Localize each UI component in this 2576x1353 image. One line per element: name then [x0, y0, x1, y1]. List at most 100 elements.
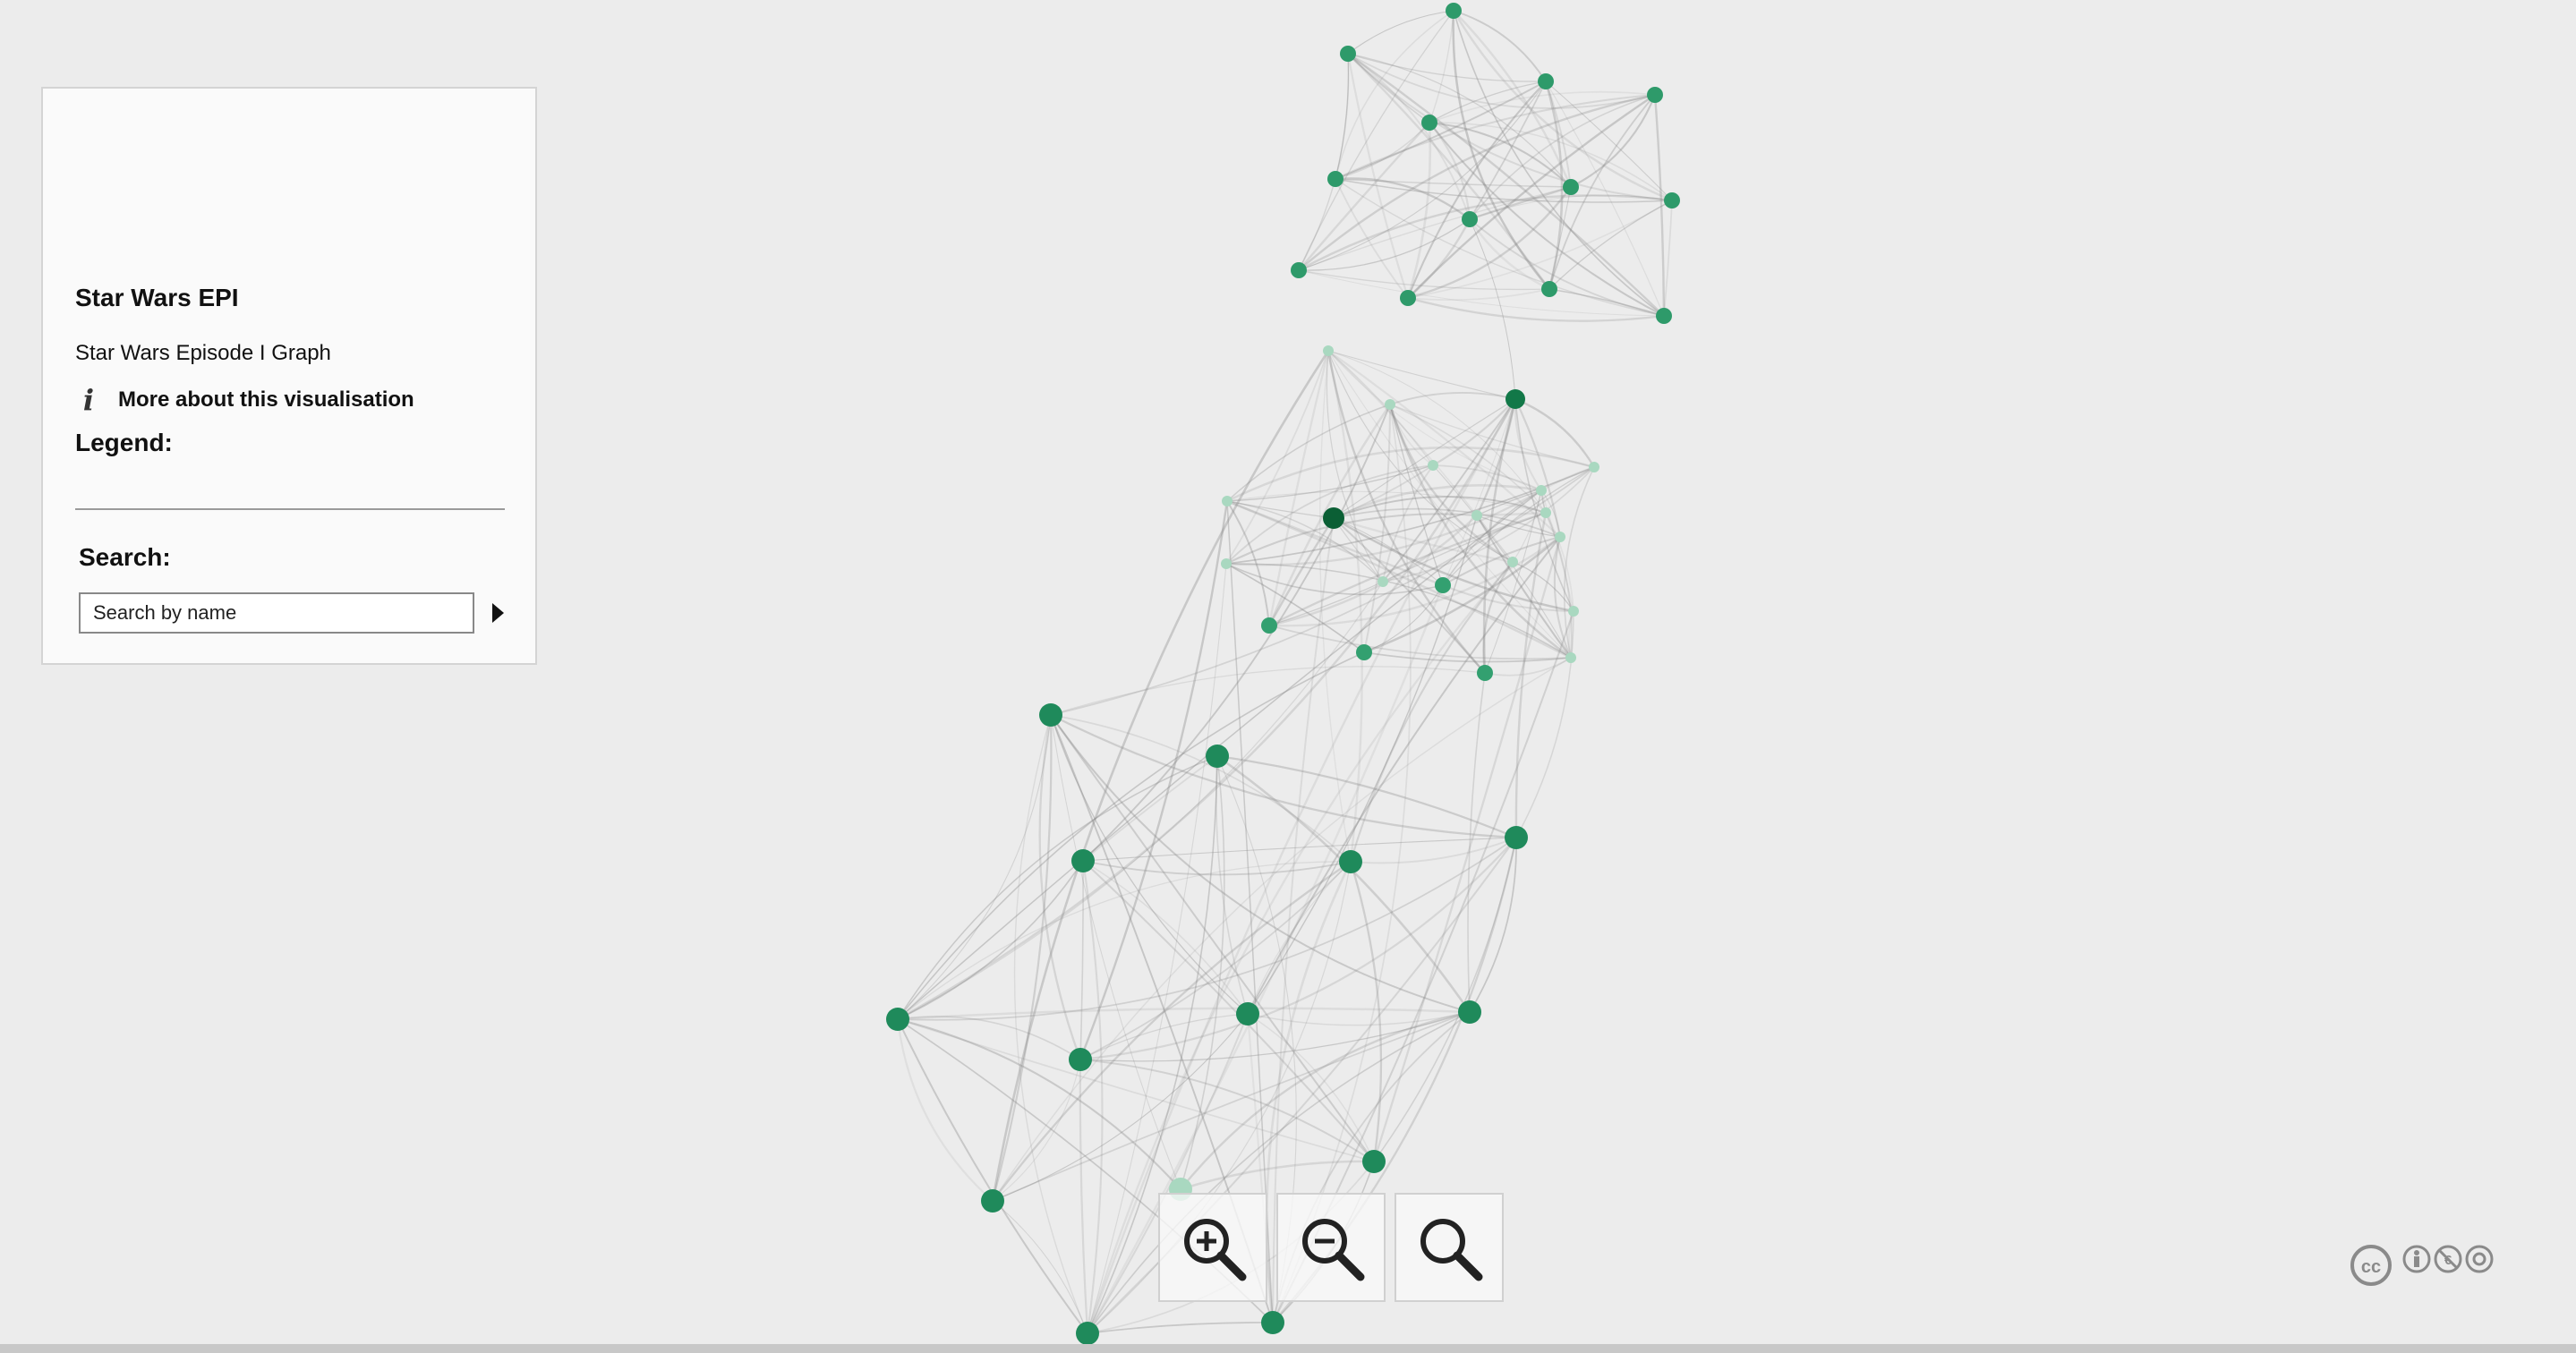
- graph-node[interactable]: [1323, 345, 1334, 356]
- graph-edge: [1247, 1013, 1375, 1162]
- graph-edge: [1327, 350, 1542, 491]
- graph-node[interactable]: [1435, 577, 1451, 593]
- graph-edge: [897, 714, 1052, 1020]
- graph-edge: [1247, 536, 1561, 1015]
- graph-node[interactable]: [1568, 606, 1579, 617]
- graph-edge: [992, 861, 1352, 1202]
- graph-edge: [1326, 350, 1384, 583]
- more-info-link[interactable]: i More about this visualisation: [75, 384, 414, 416]
- graph-edge: [1247, 861, 1352, 1015]
- graph-edge: [992, 1059, 1081, 1202]
- graph-node[interactable]: [1356, 644, 1372, 660]
- graph-edge: [1335, 81, 1547, 180]
- graph-node[interactable]: [1565, 652, 1576, 663]
- graph-edge: [1482, 561, 1514, 674]
- graph-node[interactable]: [1506, 389, 1525, 409]
- zoom-out-button[interactable]: [1276, 1193, 1386, 1302]
- graph-edge: [897, 1016, 1081, 1060]
- graph-node[interactable]: [1421, 115, 1437, 131]
- graph-node[interactable]: [1385, 399, 1395, 410]
- graph-node[interactable]: [1664, 192, 1680, 208]
- graph-edge: [1298, 53, 1350, 271]
- graph-node[interactable]: [1206, 745, 1229, 768]
- graph-edge: [1247, 515, 1478, 1015]
- info-icon: i: [82, 383, 95, 417]
- graph-node[interactable]: [1261, 617, 1277, 634]
- graph-edge: [1087, 1013, 1249, 1334]
- graph-edge: [1476, 515, 1572, 659]
- graph-node[interactable]: [1471, 510, 1482, 521]
- search-submit-button[interactable]: [485, 600, 510, 626]
- graph-edge: [1389, 404, 1444, 586]
- graph-node[interactable]: [1507, 557, 1518, 567]
- zoom-reset-button[interactable]: [1395, 1193, 1504, 1302]
- graph-edge: [1267, 517, 1335, 626]
- graph-node[interactable]: [1222, 496, 1233, 506]
- graph-edge: [1298, 122, 1430, 271]
- graph-edge: [1442, 584, 1574, 613]
- search-input[interactable]: [79, 592, 474, 634]
- graph-edge: [1335, 122, 1430, 180]
- graph-node[interactable]: [1339, 850, 1362, 873]
- graph-edge: [1476, 515, 1514, 563]
- graph-edge: [1333, 464, 1434, 519]
- graph-edge: [1349, 861, 1383, 1162]
- graph-node[interactable]: [1589, 462, 1599, 472]
- graph-edge: [1298, 81, 1547, 271]
- graph-node[interactable]: [886, 1008, 909, 1031]
- graph-edge: [1079, 837, 1517, 1061]
- graph-node[interactable]: [1428, 460, 1438, 471]
- graph-node[interactable]: [1458, 1000, 1481, 1024]
- graph-edge: [1512, 561, 1574, 612]
- graph-node[interactable]: [1291, 262, 1307, 278]
- graph-edge: [992, 1011, 1471, 1202]
- graph-node[interactable]: [1076, 1322, 1099, 1345]
- graph-edge: [1432, 464, 1542, 491]
- graph-node[interactable]: [1221, 558, 1232, 569]
- graph-node[interactable]: [1261, 1311, 1284, 1334]
- graph-node[interactable]: [1538, 73, 1554, 89]
- graph-node[interactable]: [1540, 507, 1551, 518]
- graph-node[interactable]: [1541, 281, 1557, 297]
- graph-node[interactable]: [1505, 826, 1528, 849]
- graph-node[interactable]: [1340, 46, 1356, 62]
- graph-edge: [1467, 672, 1486, 1013]
- graph-edge: [1407, 94, 1656, 299]
- graph-node[interactable]: [1555, 532, 1565, 542]
- graph-node[interactable]: [1477, 665, 1493, 681]
- graph-node[interactable]: [1069, 1048, 1092, 1071]
- graph-edge: [1350, 837, 1517, 864]
- graph-node[interactable]: [1647, 87, 1663, 103]
- graph-node[interactable]: [1378, 576, 1388, 587]
- graph-edge: [1082, 404, 1391, 862]
- graph-edge: [1484, 657, 1572, 676]
- graph-node[interactable]: [1563, 179, 1579, 195]
- graph-node[interactable]: [1400, 290, 1416, 306]
- graph-node[interactable]: [1327, 171, 1343, 187]
- graph-node[interactable]: [1362, 1150, 1386, 1173]
- graph-node[interactable]: [1323, 507, 1344, 529]
- graph-node[interactable]: [1536, 485, 1547, 496]
- graph-node[interactable]: [1462, 211, 1478, 227]
- zoom-in-button[interactable]: [1158, 1193, 1267, 1302]
- graph-node[interactable]: [1236, 1002, 1259, 1025]
- graph-node[interactable]: [1656, 308, 1672, 324]
- graph-node[interactable]: [981, 1189, 1004, 1213]
- graph-edge: [1267, 350, 1330, 626]
- graph-edge: [1545, 512, 1573, 659]
- graph-edge: [1468, 218, 1550, 291]
- graph-edge: [1429, 10, 1454, 123]
- graph-node[interactable]: [1039, 703, 1062, 727]
- creative-commons-by-nc-sa-icon[interactable]: cc €: [2347, 1239, 2499, 1289]
- graph-edge: [897, 837, 1517, 1021]
- graph-node[interactable]: [1071, 849, 1095, 872]
- graph-edge: [1382, 512, 1547, 583]
- graph-edge: [1087, 755, 1218, 1334]
- legend-divider: [75, 508, 505, 510]
- graph-node[interactable]: [1446, 3, 1462, 19]
- graph-edge: [1432, 464, 1572, 659]
- graph-edge: [1553, 536, 1572, 659]
- graph-edge: [1514, 397, 1595, 468]
